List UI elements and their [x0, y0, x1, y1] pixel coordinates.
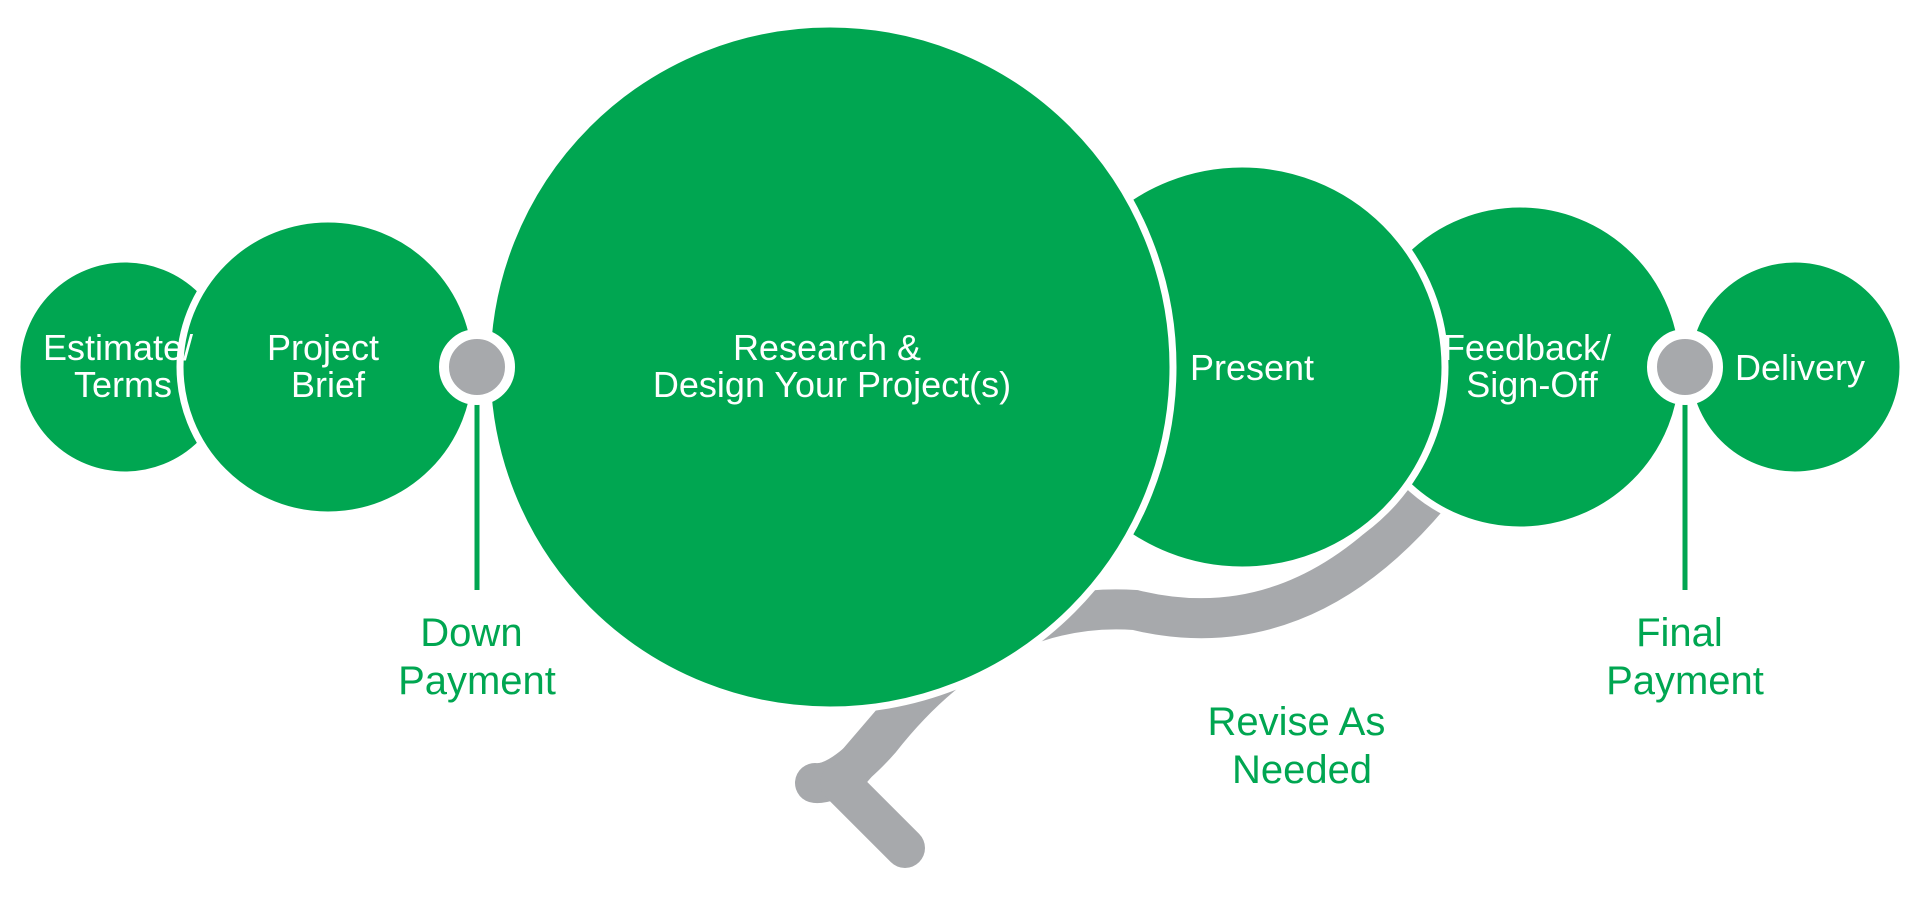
- final-payment-milestone-icon: [1647, 329, 1723, 405]
- down-payment-milestone-icon: [439, 329, 515, 405]
- arrowhead-icon: [820, 693, 925, 868]
- stage-label-present: Present: [1190, 347, 1314, 388]
- stage-label-estimate: Estimate/ Terms: [43, 327, 203, 405]
- stage-circles: [13, 20, 1907, 714]
- stage-label-feedback: Feedback/ Sign-Off: [1443, 327, 1621, 405]
- stage-label-research: Research & Design Your Project(s): [653, 327, 1011, 405]
- stage-label-delivery: Delivery: [1735, 347, 1865, 388]
- stage-label-brief: Project Brief: [267, 327, 389, 405]
- down-payment-label: Down Payment: [398, 611, 556, 703]
- revise-label: Revise As Needed: [1208, 700, 1397, 792]
- final-payment-label: Final Payment: [1606, 611, 1764, 703]
